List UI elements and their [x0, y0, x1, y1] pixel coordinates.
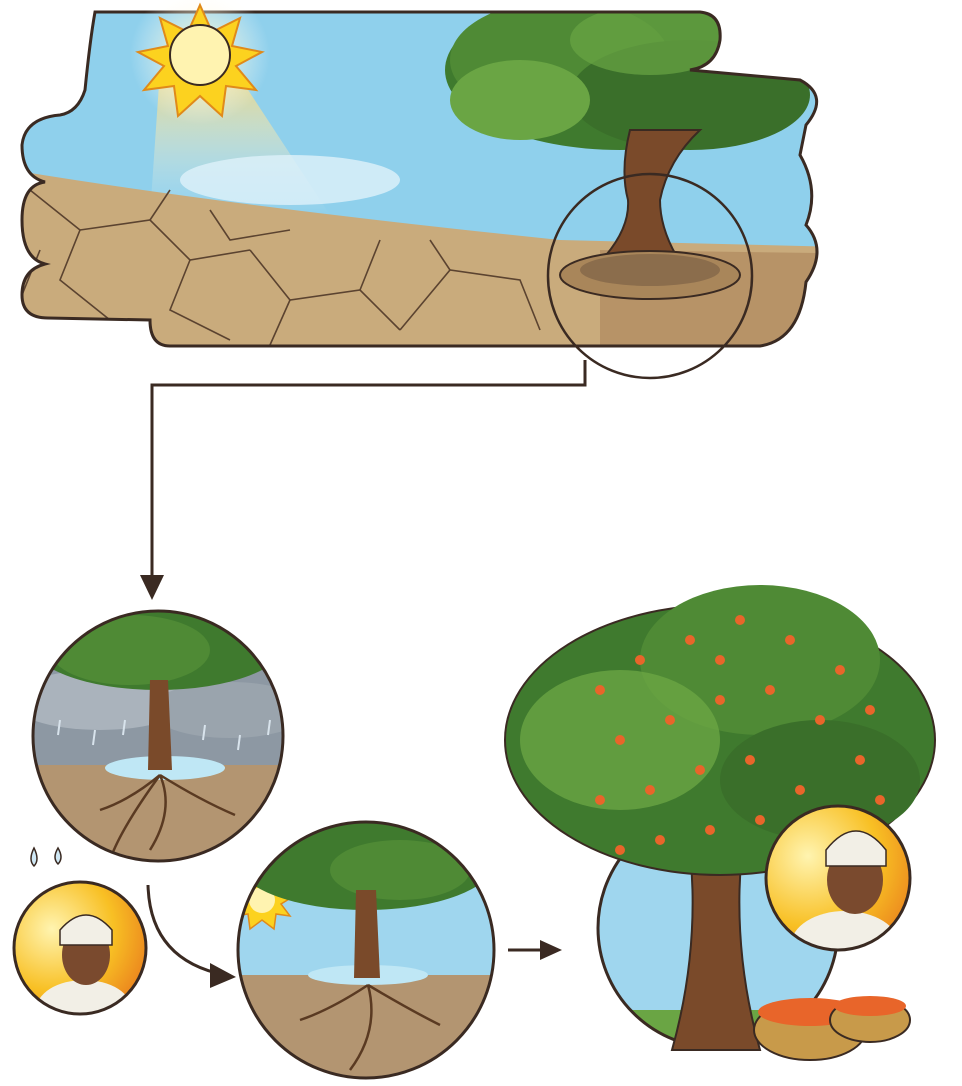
basket-icon: [754, 996, 910, 1060]
orange-fruit: [615, 735, 625, 745]
orange-fruit: [705, 825, 715, 835]
orange-fruit: [695, 765, 705, 775]
orange-fruit: [595, 685, 605, 695]
orange-fruit: [755, 815, 765, 825]
arrow-head-down: [140, 575, 164, 600]
orange-fruit: [635, 655, 645, 665]
water-drop-icon: [31, 848, 61, 866]
orange-fruit: [715, 695, 725, 705]
arrow-icon: [148, 885, 225, 975]
orange-fruit: [785, 635, 795, 645]
orange-fruit: [615, 845, 625, 855]
orange-fruit: [655, 835, 665, 845]
sun-after-rain-circle: [230, 810, 510, 1086]
orange-fruit: [735, 615, 745, 625]
orange-fruit: [595, 795, 605, 805]
orange-fruit: [745, 755, 755, 765]
orange-fruit: [685, 635, 695, 645]
orange-fruit: [665, 715, 675, 725]
orange-fruit: [855, 755, 865, 765]
farmer-avatar-icon: [10, 880, 150, 1040]
orange-fruit: [815, 715, 825, 725]
orange-fruit: [875, 795, 885, 805]
dry-land-panel: [0, 0, 962, 400]
orange-fruit: [645, 785, 655, 795]
orange-fruit: [835, 665, 845, 675]
orange-fruit: [795, 785, 805, 795]
orange-fruit: [715, 655, 725, 665]
orange-fruit: [765, 685, 775, 695]
orange-fruit: [865, 705, 875, 715]
rain-scene-circle: [10, 590, 310, 885]
arrow-icon: [152, 360, 585, 585]
